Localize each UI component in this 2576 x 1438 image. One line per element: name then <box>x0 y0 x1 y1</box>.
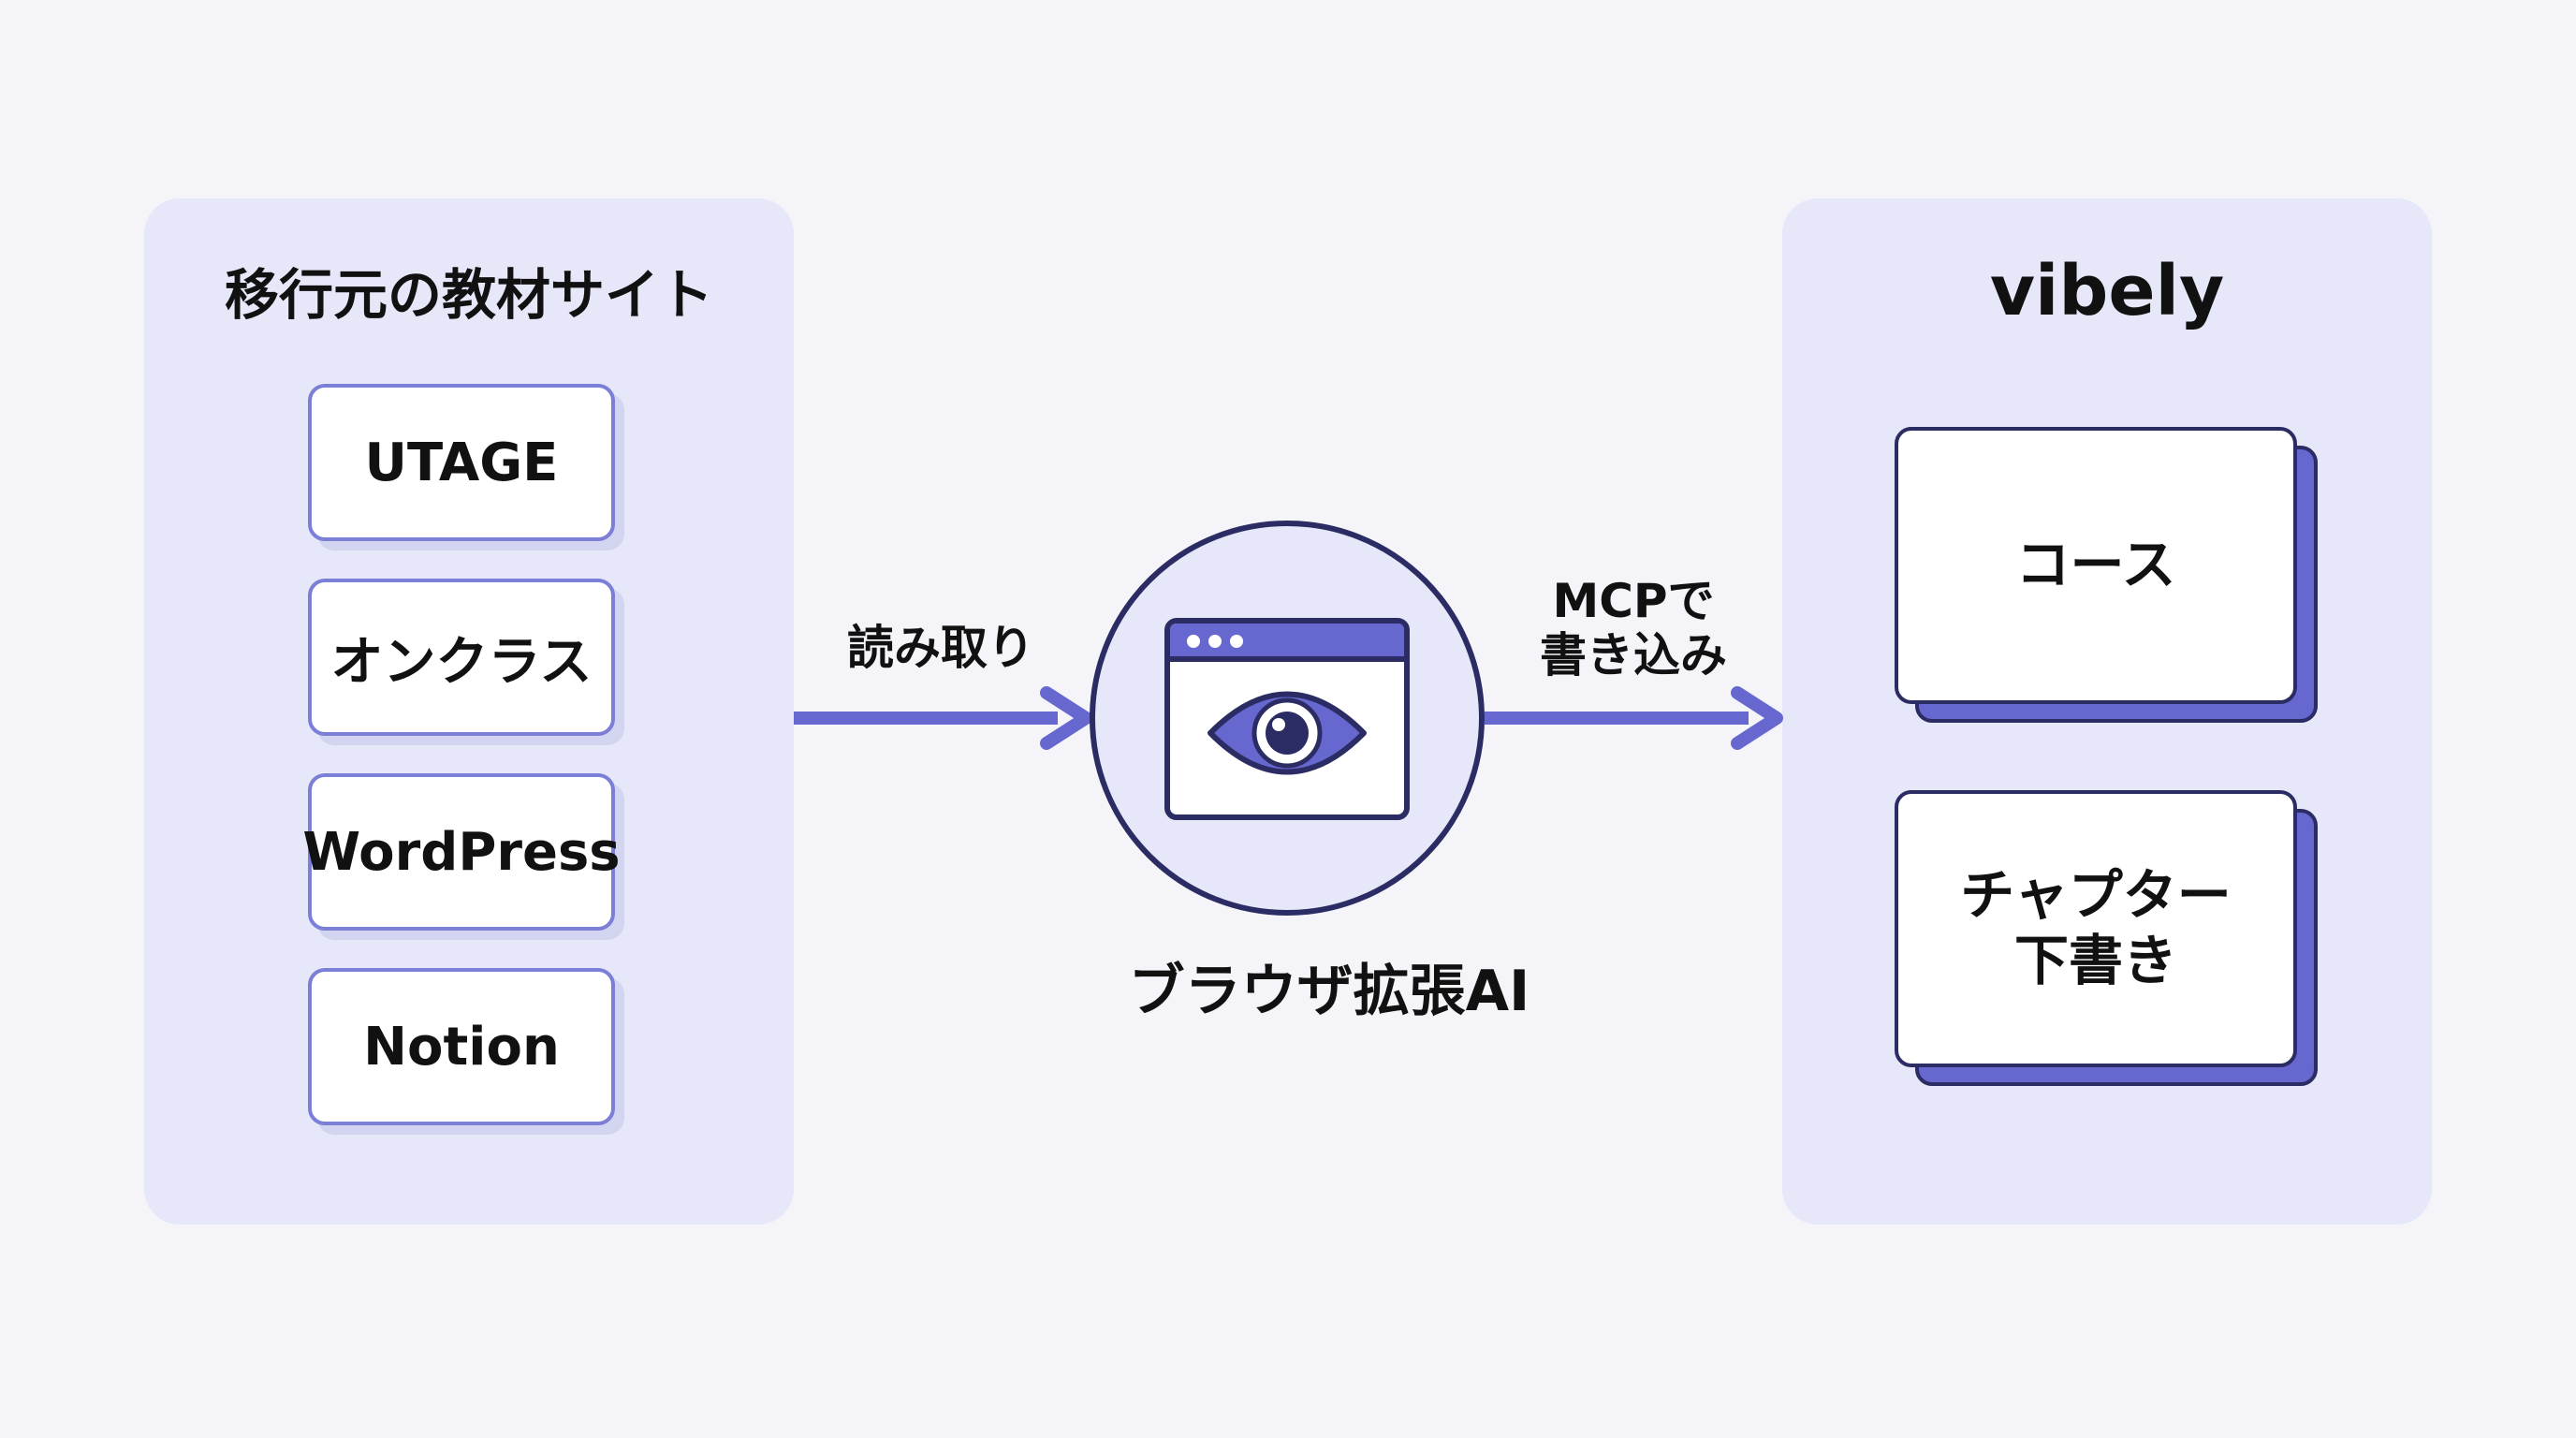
dest-card-course-label: コース <box>2015 533 2176 597</box>
write-arrow <box>1485 686 1783 750</box>
dest-card-chapter-draft: チャプター 下書き <box>1895 790 2318 1086</box>
write-arrow-label-line2: 書き込み <box>1540 627 1727 682</box>
source-item-onclass: オンクラス <box>308 579 615 736</box>
dest-card-course-face: コース <box>1895 427 2297 704</box>
source-item-wordpress: WordPress <box>302 773 621 931</box>
browser-eye-icon <box>1164 618 1410 820</box>
ai-node-caption: ブラウザ拡張AI <box>1128 959 1530 1024</box>
source-item-utage: UTAGE <box>308 384 615 541</box>
dest-card-draft-label: 下書き <box>2013 929 2177 992</box>
dest-card-course: コース <box>1895 427 2318 723</box>
read-arrow-label: 読み取り <box>847 621 1034 675</box>
dest-panel: vibely コース チャプター 下書き <box>1782 198 2432 1225</box>
dest-panel-title: vibely <box>1989 251 2225 331</box>
source-panel: 移行元の教材サイト UTAGE オンクラス WordPress Notion <box>144 198 794 1225</box>
write-arrow-label: MCPで 書き込み <box>1507 574 1760 682</box>
read-arrow <box>794 686 1092 750</box>
write-arrow-label-line1: MCPで <box>1552 574 1715 628</box>
dest-card-chapter-draft-face: チャプター 下書き <box>1895 790 2297 1067</box>
source-panel-title: 移行元の教材サイト <box>224 263 713 327</box>
source-item-notion: Notion <box>308 968 615 1125</box>
dest-card-chapter-label: チャプター <box>1960 863 2232 928</box>
